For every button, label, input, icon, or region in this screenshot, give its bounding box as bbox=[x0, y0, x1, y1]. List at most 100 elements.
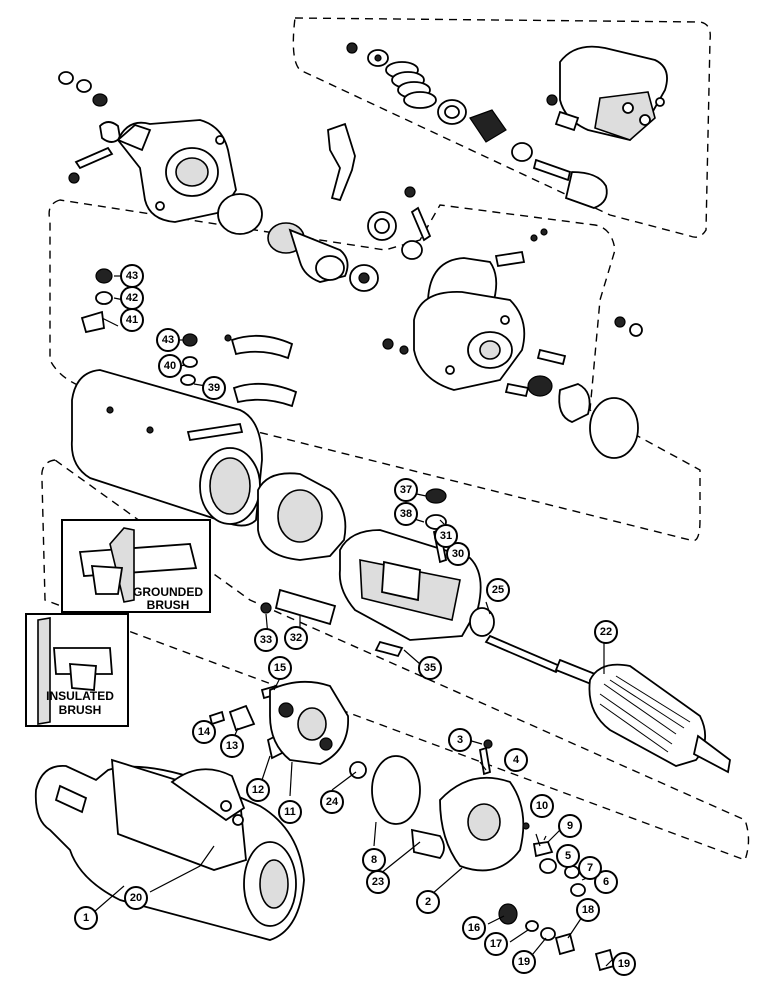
svg-text:19: 19 bbox=[618, 958, 630, 970]
drive-housing-group-outline bbox=[48, 199, 701, 542]
svg-text:42: 42 bbox=[126, 292, 138, 304]
callout-25: 25 bbox=[486, 578, 510, 602]
plunger-spring bbox=[385, 61, 437, 109]
callout-16: 16 bbox=[462, 916, 486, 940]
svg-text:1: 1 bbox=[83, 912, 89, 924]
svg-text:22: 22 bbox=[600, 626, 612, 638]
callout-8: 8 bbox=[362, 848, 386, 872]
svg-text:16: 16 bbox=[468, 922, 480, 934]
callout-23: 23 bbox=[366, 870, 390, 894]
svg-text:23: 23 bbox=[372, 876, 384, 888]
svg-text:32: 32 bbox=[290, 632, 302, 644]
pole-shoes bbox=[230, 334, 347, 561]
callout-39: 39 bbox=[202, 376, 226, 400]
svg-text:35: 35 bbox=[424, 662, 436, 674]
svg-text:20: 20 bbox=[130, 892, 142, 904]
svg-text:18: 18 bbox=[582, 904, 594, 916]
svg-text:3: 3 bbox=[457, 734, 463, 746]
callout-19a: 19 bbox=[512, 950, 536, 974]
callout-40: 40 bbox=[158, 354, 182, 378]
intermediate-housing bbox=[413, 257, 526, 391]
armature bbox=[484, 634, 731, 774]
callout-3: 3 bbox=[448, 728, 472, 752]
callout-31: 31 bbox=[434, 524, 458, 548]
callout-11: 11 bbox=[278, 800, 302, 824]
callout-30: 30 bbox=[446, 542, 470, 566]
grounded-brush-label-line1: GROUNDED bbox=[133, 585, 203, 599]
callout-2: 2 bbox=[416, 890, 440, 914]
callout-13: 13 bbox=[220, 734, 244, 758]
drive-end-small-parts bbox=[58, 71, 121, 184]
svg-text:15: 15 bbox=[274, 662, 286, 674]
svg-text:37: 37 bbox=[400, 484, 412, 496]
callout-6: 6 bbox=[594, 870, 618, 894]
field-frame bbox=[70, 369, 263, 527]
callout-17: 17 bbox=[484, 932, 508, 956]
callout-18: 18 bbox=[576, 898, 600, 922]
callout-9: 9 bbox=[558, 814, 582, 838]
callout-38: 38 bbox=[394, 502, 418, 526]
pinion-drive bbox=[267, 222, 379, 292]
svg-text:40: 40 bbox=[164, 360, 176, 372]
callout-12: 12 bbox=[246, 778, 270, 802]
housing-fasteners bbox=[382, 316, 643, 459]
svg-text:39: 39 bbox=[208, 382, 220, 394]
svg-text:14: 14 bbox=[198, 726, 211, 738]
callout-14: 14 bbox=[192, 720, 216, 744]
callout-5: 5 bbox=[556, 844, 580, 868]
callout-32: 32 bbox=[284, 626, 308, 650]
drive-end-housing bbox=[116, 119, 263, 235]
svg-text:31: 31 bbox=[440, 530, 452, 542]
callout-20: 20 bbox=[124, 886, 148, 910]
svg-text:13: 13 bbox=[226, 740, 238, 752]
callout-19b: 19 bbox=[612, 952, 636, 976]
callout-4: 4 bbox=[504, 748, 528, 772]
callout-43b: 43 bbox=[156, 328, 180, 352]
insulator-plate bbox=[260, 588, 404, 658]
grounded-brush-inset: GROUNDED BRUSH bbox=[61, 519, 211, 613]
svg-text:24: 24 bbox=[326, 796, 339, 808]
svg-text:30: 30 bbox=[452, 548, 464, 560]
svg-text:2: 2 bbox=[425, 896, 431, 908]
svg-text:17: 17 bbox=[490, 938, 502, 950]
insulated-brush-label-line2: BRUSH bbox=[59, 703, 102, 717]
callout-43a: 43 bbox=[120, 264, 144, 288]
svg-text:6: 6 bbox=[603, 876, 609, 888]
svg-text:12: 12 bbox=[252, 784, 264, 796]
callout-7: 7 bbox=[578, 856, 602, 880]
svg-text:7: 7 bbox=[587, 862, 593, 874]
field-frame-group-outline bbox=[41, 459, 750, 861]
callout-15: 15 bbox=[268, 656, 292, 680]
insulated-brush-label-line1: INSULATED bbox=[46, 689, 114, 703]
callout-24: 24 bbox=[320, 790, 344, 814]
callout-1: 1 bbox=[74, 906, 98, 930]
svg-text:25: 25 bbox=[492, 584, 504, 596]
callout-41: 41 bbox=[120, 308, 144, 332]
svg-text:41: 41 bbox=[126, 314, 138, 326]
field-coil bbox=[338, 528, 482, 641]
svg-text:19: 19 bbox=[518, 956, 530, 968]
assembled-starter-motor bbox=[34, 758, 305, 941]
svg-text:5: 5 bbox=[565, 850, 571, 862]
svg-text:8: 8 bbox=[371, 854, 377, 866]
callout-22: 22 bbox=[594, 620, 618, 644]
brush-holder-assembly bbox=[208, 680, 349, 765]
shift-lever bbox=[327, 122, 356, 202]
callout-37: 37 bbox=[394, 478, 418, 502]
svg-text:43: 43 bbox=[126, 270, 138, 282]
svg-text:38: 38 bbox=[400, 508, 412, 520]
callout-35: 35 bbox=[418, 656, 442, 680]
commutator-end-head bbox=[349, 739, 586, 897]
callout-10: 10 bbox=[530, 794, 554, 818]
svg-text:11: 11 bbox=[284, 806, 296, 818]
svg-text:33: 33 bbox=[260, 634, 272, 646]
svg-text:43: 43 bbox=[162, 334, 174, 346]
callout-42: 42 bbox=[120, 286, 144, 310]
thrust-washer bbox=[469, 607, 495, 637]
svg-text:9: 9 bbox=[567, 820, 573, 832]
housing-small-parts bbox=[367, 186, 548, 268]
insulated-brush-inset: INSULATED BRUSH bbox=[25, 613, 129, 727]
solenoid-assembly bbox=[346, 42, 668, 209]
svg-text:10: 10 bbox=[536, 800, 548, 812]
